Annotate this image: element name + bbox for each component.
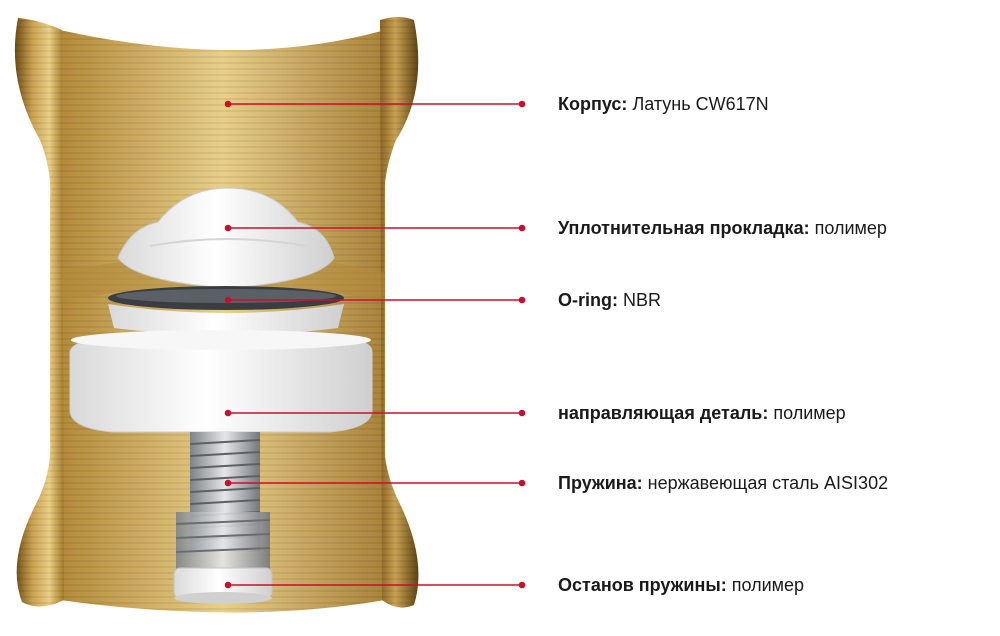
callout-body: Корпус: Латунь CW617N	[558, 93, 769, 115]
callout-body-name: Корпус:	[558, 94, 628, 114]
callout-o-ring: O-ring: NBR	[558, 289, 661, 311]
callout-guide-part-name: направляющая деталь:	[558, 403, 769, 423]
callout-guide-part: направляющая деталь: полимер	[558, 402, 846, 424]
body-right-wall	[380, 17, 419, 608]
callout-o-ring-material: NBR	[623, 290, 662, 310]
callout-sealing-gasket-material: полимер	[814, 218, 887, 238]
callout-sealing-gasket: Уплотнительная прокладка: полимер	[558, 217, 887, 239]
callout-spring-stop-name: Останов пружины:	[558, 575, 727, 595]
spring	[175, 432, 271, 572]
callout-spring-material: нержавеющая сталь AISI302	[647, 473, 889, 493]
sealing-gasket	[117, 187, 335, 289]
callout-guide-part-material: полимер	[773, 403, 846, 423]
guide-part	[69, 330, 373, 433]
body-left-wall	[14, 18, 64, 607]
callout-spring-stop-material: полимер	[731, 575, 805, 595]
callout-o-ring-name: O-ring:	[558, 290, 618, 310]
callout-spring: Пружина: нержавеющая сталь AISI302	[558, 472, 888, 494]
spring-stop	[173, 567, 273, 604]
callout-body-material: Латунь CW617N	[632, 94, 769, 114]
callout-spring-name: Пружина:	[558, 473, 643, 493]
callout-spring-stop: Останов пружины: полимер	[558, 574, 804, 596]
callout-sealing-gasket-name: Уплотнительная прокладка:	[558, 218, 810, 238]
leader-lines	[224, 100, 526, 589]
